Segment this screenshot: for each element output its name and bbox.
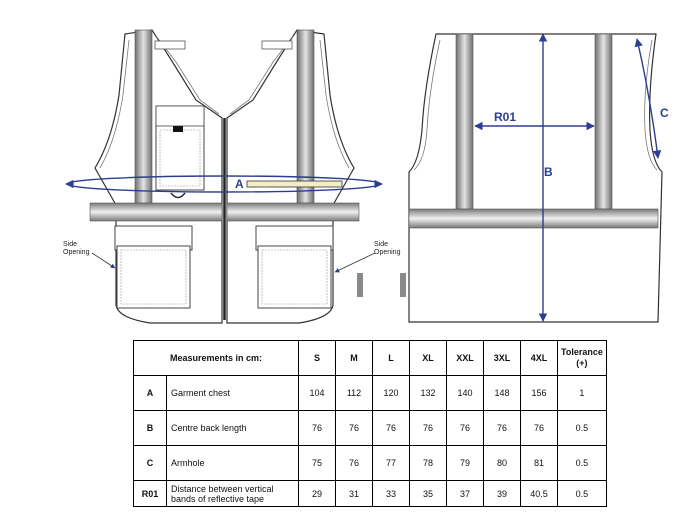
tolerance-cell: 1 — [557, 375, 607, 411]
size-header: L — [372, 340, 410, 376]
table-cell: 76 — [298, 410, 336, 446]
dimension-c-arc — [634, 38, 662, 159]
table-cell: 77 — [372, 445, 410, 481]
row-description: Armhole — [166, 445, 299, 481]
back-side-label-tab — [400, 273, 406, 297]
table-cell: 148 — [483, 375, 521, 411]
measurements-table: Measurements in cm: S M L XL XXL 3XL 4XL… — [133, 340, 607, 507]
size-header: XXL — [446, 340, 484, 376]
front-right-horizontal-tape — [226, 202, 360, 222]
row-code: A — [133, 375, 167, 411]
row-description: Centre back length — [166, 410, 299, 446]
dimension-a-label: A — [235, 177, 244, 191]
size-header: 4XL — [520, 340, 558, 376]
row-code: C — [133, 445, 167, 481]
back-right-vertical-tape — [594, 33, 613, 210]
tolerance-header: Tolerance(+) — [557, 340, 607, 376]
table-cell: 140 — [446, 375, 484, 411]
table-cell: 76 — [372, 410, 410, 446]
table-cell: 78 — [409, 445, 447, 481]
table-cell: 79 — [446, 445, 484, 481]
size-header: M — [335, 340, 373, 376]
table-row: C Armhole 75 76 77 78 79 80 81 0.5 — [133, 445, 607, 481]
back-horizontal-tape — [408, 208, 659, 229]
table-cell: 35 — [409, 480, 447, 507]
table-cell: 33 — [372, 480, 410, 507]
table-cell: 37 — [446, 480, 484, 507]
back-panel — [408, 33, 663, 323]
d-ring — [170, 192, 186, 199]
table-row: R01 Distance between vertical bands of r… — [133, 480, 607, 507]
dimension-a-marker — [246, 180, 343, 188]
table-cell: 39 — [483, 480, 521, 507]
id-holder-left — [154, 40, 186, 50]
back-view: B R01 C — [400, 33, 669, 323]
table-cell: 29 — [298, 480, 336, 507]
table-cell: 76 — [520, 410, 558, 446]
id-holder-right — [261, 40, 293, 50]
table-cell: 31 — [335, 480, 373, 507]
table-cell: 104 — [298, 375, 336, 411]
size-header: S — [298, 340, 336, 376]
row-description: Garment chest — [166, 375, 299, 411]
table-cell: 156 — [520, 375, 558, 411]
table-cell: 76 — [409, 410, 447, 446]
table-cell: 75 — [298, 445, 336, 481]
front-left-horizontal-tape — [89, 202, 223, 222]
front-side-label-tab — [357, 273, 363, 297]
size-header: XL — [409, 340, 447, 376]
table-cell: 76 — [335, 410, 373, 446]
table-cell: 76 — [483, 410, 521, 446]
row-code: R01 — [133, 480, 167, 507]
back-left-vertical-tape — [455, 33, 474, 210]
table-cell: 76 — [446, 410, 484, 446]
dimension-c-label: C — [660, 106, 669, 120]
lower-pocket-right — [255, 225, 334, 309]
table-cell: 81 — [520, 445, 558, 481]
table-cell: 132 — [409, 375, 447, 411]
row-code: B — [133, 410, 167, 446]
table-cell: 76 — [335, 445, 373, 481]
table-cell: 80 — [483, 445, 521, 481]
table-title: Measurements in cm: — [133, 340, 299, 376]
table-cell: 112 — [335, 375, 373, 411]
table-row: B Centre back length 76 76 76 76 76 76 7… — [133, 410, 607, 446]
dimension-r01-label: R01 — [494, 110, 516, 124]
row-description: Distance between vertical bands of refle… — [166, 480, 299, 507]
table-header-row: Measurements in cm: S M L XL XXL 3XL 4XL… — [133, 340, 607, 376]
table-row: A Garment chest 104 112 120 132 140 148 … — [133, 375, 607, 411]
lower-pocket-left — [114, 225, 193, 309]
dimension-b-label: B — [544, 165, 553, 179]
size-header: 3XL — [483, 340, 521, 376]
tolerance-cell: 0.5 — [557, 480, 607, 507]
tolerance-cell: 0.5 — [557, 445, 607, 481]
tolerance-cell: 0.5 — [557, 410, 607, 446]
table-cell: 40.5 — [520, 480, 558, 507]
table-cell: 120 — [372, 375, 410, 411]
